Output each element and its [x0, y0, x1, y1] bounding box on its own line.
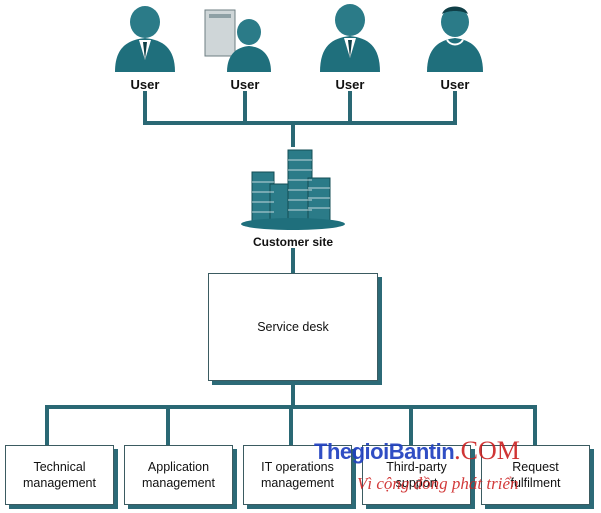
user-label: User	[440, 77, 470, 92]
team-box-technical: Technical management	[5, 445, 114, 505]
buildings-icon	[241, 149, 345, 230]
user-computer-icon	[204, 9, 271, 72]
service-desk-box: Service desk	[208, 273, 378, 381]
team-label: Application management	[142, 460, 215, 490]
team-label: Technical management	[23, 460, 96, 490]
watermark-brand: ThegioiBantin	[314, 439, 455, 464]
team-label: IT operations management	[261, 460, 334, 490]
team-label: Third-party support	[386, 460, 447, 490]
customer-site-label: Customer site	[252, 235, 334, 249]
user-business-icon	[115, 6, 175, 72]
user-label: User	[130, 77, 160, 92]
team-box-it-operations: IT operations management	[243, 445, 352, 505]
watermark: ThegioiBantin.COM	[314, 436, 520, 466]
watermark-tagline: Vì cộng đồng phát triển	[357, 474, 519, 493]
user-business-icon	[320, 4, 380, 72]
user-label: User	[230, 77, 260, 92]
team-label: Request fulfilment	[510, 460, 561, 490]
user-casual-icon	[427, 6, 483, 72]
watermark-tld: .COM	[454, 436, 520, 465]
user-label: User	[335, 77, 365, 92]
team-box-third-party: Third-party support	[362, 445, 471, 505]
team-box-application: Application management	[124, 445, 233, 505]
team-box-request-fulfilment: Request fulfilment	[481, 445, 590, 505]
service-desk-label: Service desk	[257, 320, 329, 334]
